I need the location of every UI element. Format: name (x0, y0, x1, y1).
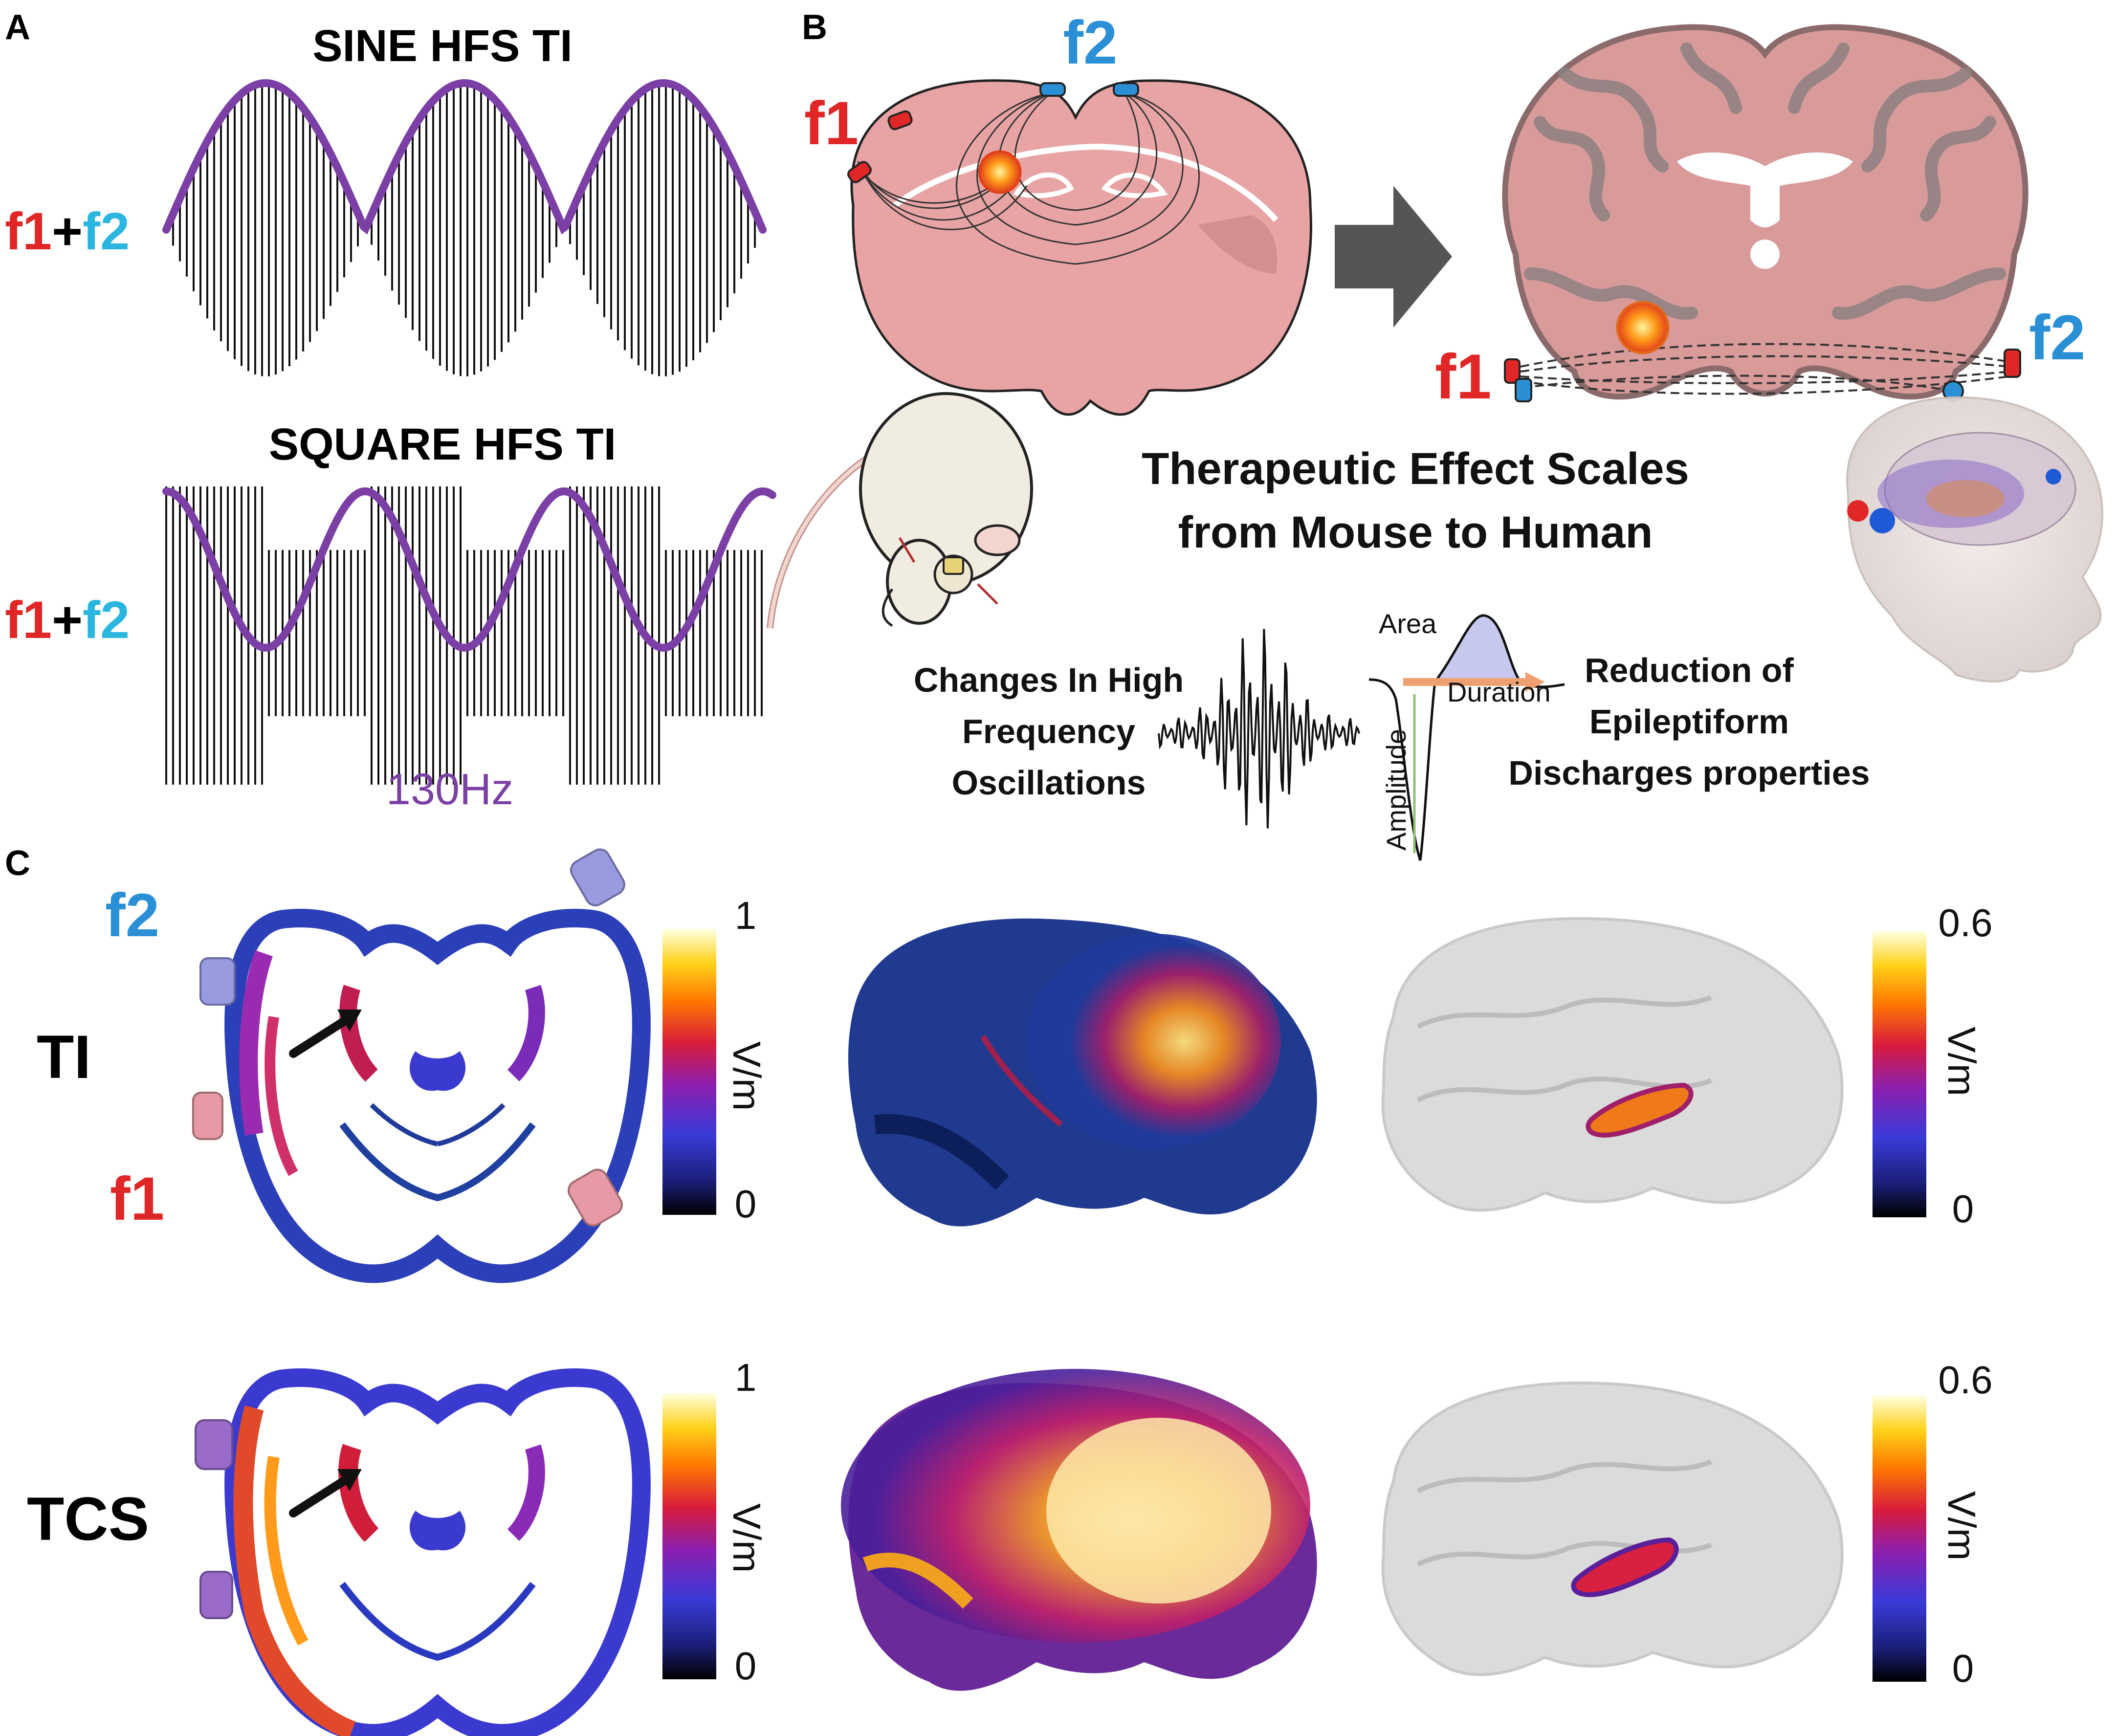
tcs-colorbar-right-unit: V/m (1940, 1491, 1984, 1560)
ti-electrode-f1-right (567, 1168, 623, 1227)
frequency-label: 130Hz (386, 765, 513, 814)
spike-area-label: Area (1379, 608, 1437, 639)
square-title: SQUARE HFS TI (269, 419, 616, 469)
human-gyri-pattern (1524, 43, 2006, 320)
sine-title: SINE HFS TI (312, 21, 573, 71)
human-electrode-f1 (1504, 358, 1521, 384)
brain-3d-ti (848, 918, 1317, 1227)
scale-title-line1: Therapeutic Effect Scales (1142, 444, 1689, 494)
reduction-label-line1: Reduction of (1585, 651, 1794, 689)
spike-trace (1368, 614, 1565, 861)
square-carrier-wave (165, 486, 763, 785)
ti-hippocampus-field (1586, 1082, 1694, 1138)
sine-carrier-wave (172, 83, 763, 376)
mouse-illustration (767, 392, 1033, 629)
ti-colorbar-right (1873, 931, 1926, 1217)
ti-colorbar-right-max: 0.6 (1938, 901, 1992, 945)
tcs-electrode-upper (195, 1419, 233, 1470)
human-focus-hotspot (1616, 301, 1670, 354)
axial-f2-label: f2 (105, 881, 159, 949)
panel-a: A SINE HFS TI SQUARE HFS TI f1+f2 f1+f2 … (5, 8, 776, 814)
square-sum-label: f1+f2 (5, 590, 130, 649)
sine-plus-label: + (52, 201, 83, 261)
ti-colorbar-right-unit: V/m (1940, 1027, 1984, 1096)
hfo-label-line3: Oscillations (952, 764, 1146, 802)
mouse-focus-hotspot (978, 150, 1022, 194)
ti-electrode-f1-left (192, 1092, 223, 1140)
human-field-lines (1520, 343, 2010, 395)
sine-f1-label: f1 (5, 201, 52, 261)
hfo-label-line1: Changes In High (914, 661, 1184, 699)
tcs-colorbar-left-min: 0 (735, 1644, 757, 1688)
tcs-colorbar-left (662, 1393, 716, 1679)
scale-arrow (1335, 186, 1452, 328)
sine-f2-label: f2 (83, 201, 130, 261)
mouse-brain-section (847, 79, 1312, 416)
glass-brain-ti (1381, 917, 1844, 1212)
tcs-electrode-lower (199, 1571, 233, 1619)
tcs-colorbar-left-max: 1 (735, 1356, 757, 1399)
ti-colorbar-left-max: 1 (735, 894, 757, 937)
spike-amplitude-label: Amplitude (1381, 729, 1411, 851)
hfo-trace (1158, 629, 1360, 829)
human-electrode-f2-right (2004, 349, 2021, 378)
human-f1-label: f1 (1435, 341, 1492, 412)
tcs-hippocampus-field (1571, 1537, 1679, 1597)
axial-slice-ti (224, 909, 651, 1283)
mouse-field-lines (857, 92, 1200, 265)
square-envelope-curve (162, 487, 776, 652)
head-electrode-red (1847, 500, 1869, 522)
ti-colorbar-left (662, 929, 716, 1215)
tcs-colorbar-right (1873, 1396, 1926, 1682)
sine-envelope-curve (162, 79, 767, 235)
hfo-label-line2: Frequency (962, 712, 1135, 750)
mouse-electrode-f1-lower (847, 161, 872, 183)
tcs-colorbar-left-unit: V/m (725, 1503, 769, 1573)
mouse-f2-label: f2 (1063, 9, 1117, 77)
square-f2-label: f2 (83, 590, 130, 649)
brain-3d-tcs (841, 1369, 1317, 1691)
spike-waveform (1368, 614, 1565, 861)
human-brain-section (1502, 24, 2028, 402)
head-electrode-blue-2 (2046, 469, 2061, 484)
human-ventricles (1677, 152, 1853, 227)
ti-target-arrow (289, 1015, 352, 1058)
tcs-colorbar-right-min: 0 (1952, 1647, 1974, 1690)
ti-colorbar-right-min: 0 (1952, 1187, 1974, 1231)
spike-duration-label: Duration (1447, 677, 1551, 707)
mouse-f1-label: f1 (804, 89, 859, 157)
ti-colorbar-left-min: 0 (735, 1182, 757, 1226)
row-label-tcs: TCS (27, 1485, 149, 1553)
ti-electrode-f2-right (570, 848, 625, 906)
head-electrode-blue-1 (1870, 508, 1895, 533)
panel-letter-c: C (5, 844, 30, 883)
glass-brain-tcs (1381, 1381, 1844, 1676)
axial-f1-label: f1 (110, 1165, 164, 1233)
square-plus-label: + (52, 590, 83, 649)
square-f1-label: f1 (5, 590, 52, 649)
row-label-ti: TI (37, 1023, 91, 1091)
mouse-electrode-f2-right (1113, 82, 1139, 97)
mouse-electrode-f1-upper (887, 110, 913, 131)
glass-head-model (1846, 396, 2104, 682)
axial-slice-tcs (224, 1368, 651, 1736)
scale-title-line2: from Mouse to Human (1178, 507, 1653, 557)
reduction-label-line2: Epileptiform (1589, 703, 1789, 741)
panel-letter-a: A (5, 8, 30, 47)
ti-electrode-f2-left (199, 957, 236, 1006)
reduction-label-line3: Discharges properties (1508, 754, 1870, 792)
human-f2-label: f2 (2029, 302, 2086, 373)
sine-sum-label: f1+f2 (5, 201, 130, 261)
panel-b: B f1 f2 (767, 8, 2104, 861)
tcs-target-arrow (289, 1474, 352, 1517)
ti-colorbar-left-unit: V/m (725, 1041, 769, 1111)
mouse-electrode-f2-left (1039, 82, 1066, 97)
panel-c: C TI TCS f2 f1 (5, 844, 1993, 1736)
panel-letter-b: B (802, 8, 827, 47)
tcs-colorbar-right-max: 0.6 (1938, 1358, 1992, 1402)
human-electrode-f2-left (1515, 378, 1532, 402)
